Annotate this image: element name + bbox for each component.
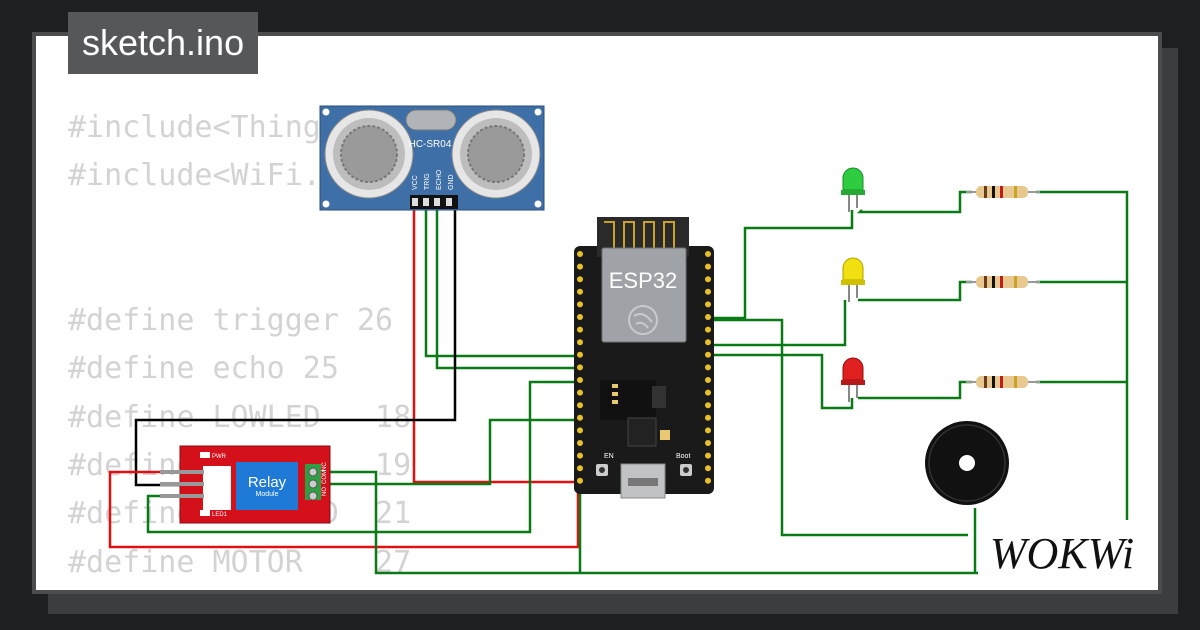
wire-buzzer xyxy=(710,318,968,537)
file-tab[interactable]: sketch.ino xyxy=(68,12,259,74)
wire-res3 xyxy=(858,380,972,400)
esp32-pin xyxy=(577,477,583,484)
esp32-pin xyxy=(705,251,711,257)
esp32-pin xyxy=(577,402,583,409)
esp32-pin xyxy=(577,389,583,396)
esp32-pin xyxy=(577,465,583,472)
esp32-board[interactable]: ESP32 EN Boot xyxy=(574,217,714,499)
relay-led-pwr: PWR xyxy=(212,454,227,460)
wire-gnd xyxy=(134,210,457,487)
esp32-pin xyxy=(577,314,583,320)
transducer-left xyxy=(324,109,414,199)
code-line: #define echo 25 xyxy=(68,351,339,387)
esp32-pin xyxy=(577,339,583,346)
led-green[interactable] xyxy=(841,167,865,212)
pin-label-vcc: VCC xyxy=(412,175,419,190)
relay-contact-nc: NC xyxy=(322,462,328,471)
esp32-pin xyxy=(577,364,583,371)
en-button-label: EN xyxy=(604,453,614,460)
esp32-pin xyxy=(577,377,583,383)
esp32-pin-headers xyxy=(577,251,711,484)
relay-label: Relay xyxy=(248,474,287,491)
esp32-pin xyxy=(705,465,711,472)
wire-vcc xyxy=(412,210,580,484)
esp32-pin xyxy=(705,276,711,283)
buzzer[interactable] xyxy=(925,421,1009,505)
wire-led-green xyxy=(710,210,854,320)
code-line: #define LOWLED 18 xyxy=(68,399,412,435)
resistor-2[interactable] xyxy=(966,276,1040,288)
esp32-pin xyxy=(705,477,711,484)
esp32-pin xyxy=(577,263,583,270)
esp32-pin xyxy=(705,389,711,396)
wire-res1 xyxy=(856,190,972,214)
esp32-pin xyxy=(577,326,583,333)
esp32-pin xyxy=(577,301,583,308)
code-line: #include<WiFi.h> xyxy=(68,158,357,194)
wires xyxy=(108,190,1129,575)
wokwi-logo-box: WOKWi xyxy=(978,520,1148,582)
esp32-pin xyxy=(705,364,711,371)
wire-res2 xyxy=(858,280,972,302)
esp32-pin xyxy=(577,351,583,358)
esp32-pin xyxy=(705,326,711,333)
ultrasonic-sensor[interactable]: HC-SR04 VCC TRIG ECHO GND xyxy=(319,105,545,211)
esp32-pin xyxy=(577,427,583,434)
wire-led-yellow xyxy=(710,300,847,347)
relay-contact-com: COM xyxy=(322,470,328,484)
transducer-right xyxy=(451,109,541,199)
esp32-pin xyxy=(705,414,711,421)
wokwi-logo-icon: WOKWi xyxy=(990,529,1134,578)
esp32-pin xyxy=(577,276,583,283)
relay-sublabel: Module xyxy=(256,491,279,498)
wire-echo xyxy=(435,210,580,370)
led-yellow[interactable] xyxy=(841,257,865,302)
esp32-pin xyxy=(705,263,711,270)
wire-relay-nc xyxy=(318,418,580,486)
esp32-label: ESP32 xyxy=(609,268,678,293)
esp32-pin xyxy=(577,414,583,421)
wire-trig xyxy=(424,210,580,358)
boot-button-label: Boot xyxy=(676,453,690,460)
relay-module[interactable]: Relay Module VCC GND IN PWR LED1 NO COM … xyxy=(160,445,331,524)
relay-pin-gnd: GND xyxy=(205,483,219,489)
esp32-pin xyxy=(577,440,583,446)
relay-contact-no: NO xyxy=(322,487,328,496)
wire-led-red xyxy=(710,353,854,410)
esp32-pin xyxy=(577,452,583,459)
esp32-pin xyxy=(705,301,711,308)
esp32-pin xyxy=(577,251,583,257)
wire-relay-in xyxy=(146,380,580,534)
pin-label-trig: TRIG xyxy=(424,173,431,190)
pin-label-gnd: GND xyxy=(448,174,455,190)
resistor-1[interactable] xyxy=(966,186,1040,198)
resistor-3[interactable] xyxy=(966,376,1040,388)
relay-pin-vcc: VCC xyxy=(205,471,218,477)
code-line: #define MOTOR 27 xyxy=(68,544,412,580)
esp32-pin xyxy=(705,339,711,346)
code-line: #define trigger 26 xyxy=(68,303,394,339)
esp32-pin xyxy=(705,351,711,358)
sensor-label: HC-SR04 xyxy=(409,139,452,150)
esp32-pin xyxy=(705,377,711,383)
esp32-pin xyxy=(577,288,583,295)
relay-pin-in: IN xyxy=(205,495,211,501)
esp32-pin xyxy=(705,452,711,459)
wokwi-logo-text: WOKWi xyxy=(990,529,1134,578)
esp32-pin xyxy=(705,288,711,295)
esp32-pin xyxy=(705,402,711,409)
led-red[interactable] xyxy=(841,357,865,402)
wire-relay-vcc xyxy=(108,470,580,549)
esp32-pin xyxy=(705,440,711,446)
relay-led-1: LED1 xyxy=(212,512,228,518)
pin-label-echo: ECHO xyxy=(436,169,443,190)
wire-rail-1 xyxy=(1036,190,1129,573)
espressif-logo-icon xyxy=(628,305,658,335)
esp32-pin xyxy=(705,314,711,320)
esp32-pin xyxy=(705,427,711,434)
wire-relay-com xyxy=(318,470,1127,575)
